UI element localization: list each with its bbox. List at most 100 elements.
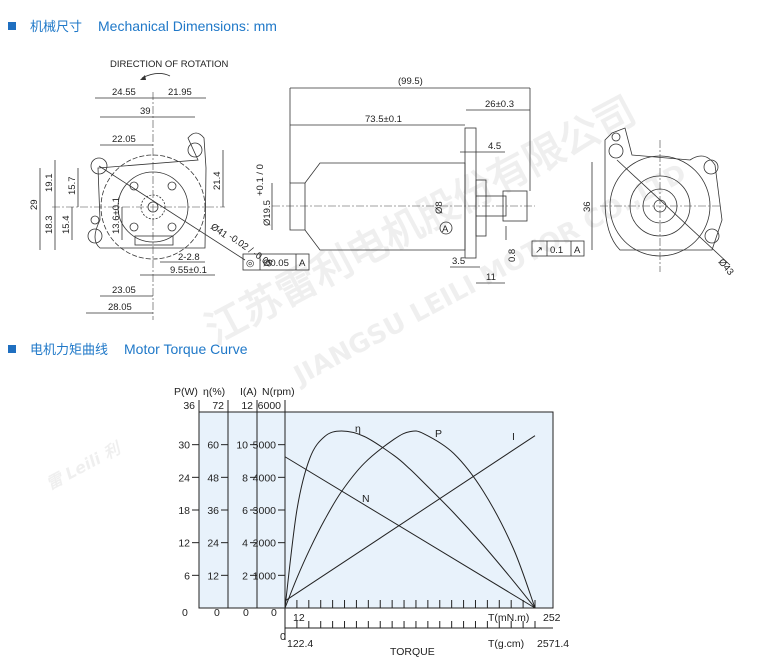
dim-label: 3.5 [452, 256, 465, 267]
x-tick-label: 252 [543, 612, 561, 624]
y-tick-label: 30 [178, 440, 190, 452]
dim-label: 24.55 [112, 87, 136, 98]
y-tick-label: 1000 [253, 570, 277, 582]
x-tick-label: 0 [280, 631, 286, 643]
torque-curve-chart: P(W)061218243036η(%)0122436486072I(A)024… [174, 386, 569, 658]
section-title-en: Mechanical Dimensions: mm [98, 17, 277, 34]
side-view-drawing: (99.5) 26±0.3 73.5±0.1 4.5 Ø19.5 +0.1 / … [255, 76, 585, 284]
y-tick-label: 48 [207, 472, 219, 484]
x-tick-label: 12 [293, 612, 305, 624]
y-tick-label: 72 [212, 400, 224, 412]
rotation-arrow-icon [141, 73, 171, 79]
y-axis-label: N(rpm) [262, 386, 295, 398]
dim-label: 4.5 [488, 141, 501, 152]
dim-label: 28.05 [108, 302, 132, 313]
section-title-cn: 机械尺寸 [30, 20, 83, 35]
y-tick-label: 36 [207, 505, 219, 517]
dim-label: 11 [486, 272, 496, 283]
y-tick-label: 3000 [253, 505, 277, 517]
dim-label: 13.6±0.1 [111, 197, 122, 234]
y-tick-label: 24 [178, 472, 190, 484]
concentricity-icon: ◎ [246, 258, 255, 269]
x-axis-title: TORQUE [390, 646, 435, 658]
y-tick-label: 12 [241, 400, 253, 412]
dim-label: 19.1 [44, 174, 55, 193]
y-tick-label: 5000 [253, 440, 277, 452]
bullet-square-icon [8, 344, 16, 353]
series-line-eta [284, 430, 536, 609]
y-tick-label: 0 [214, 607, 220, 619]
y-axis-label: η(%) [203, 386, 225, 398]
dim-label: Ø8 [434, 201, 445, 214]
dim-label: (99.5) [398, 76, 423, 87]
y-tick-label: 6 [184, 570, 190, 582]
concentricity-frame: ◎ Ø0.05 A [242, 253, 310, 271]
y-axis-label: P(W) [174, 386, 198, 398]
dim-label: 73.5±0.1 [365, 114, 402, 125]
y-tick-label: 4000 [253, 472, 277, 484]
section-header-mechanical: 机械尺寸 Mechanical Dimensions: mm [8, 16, 277, 35]
dim-label: 23.05 [112, 285, 136, 296]
y-tick-label: 36 [183, 400, 195, 412]
runout-icon: ↗ [535, 245, 543, 256]
y-tick-label: 6000 [258, 400, 282, 412]
series-label: I [512, 431, 515, 443]
y-tick-label: 12 [207, 570, 219, 582]
dim-label: 18.3 [44, 216, 55, 235]
tolerance-value: Ø0.05 [263, 258, 289, 269]
y-tick-label: 12 [178, 538, 190, 550]
y-tick-label: 10 [236, 440, 248, 452]
dim-label: 39 [140, 106, 151, 117]
dim-label: 21.4 [212, 172, 223, 191]
y-tick-label: 2 [242, 570, 248, 582]
series-label: N [362, 493, 370, 505]
y-tick-label: 0 [182, 607, 188, 619]
y-tick-label: 8 [242, 472, 248, 484]
dim-label: Ø41 [208, 221, 229, 240]
y-tick-label: 24 [207, 538, 219, 550]
dim-label: 29 [29, 199, 40, 210]
series-line-I [284, 435, 536, 602]
dim-label: 22.05 [112, 134, 136, 145]
y-tick-label: 0 [243, 607, 249, 619]
watermark-logo: 雷 Leili 利 [43, 437, 126, 493]
tolerance-datum: A [299, 258, 306, 269]
series-line-P [284, 430, 536, 609]
y-tick-label: 4 [242, 538, 248, 550]
x-axis-unit: T(g.cm) [488, 638, 524, 650]
series-line-N [284, 456, 536, 609]
y-tick-label: 0 [271, 607, 277, 619]
tolerance-datum: A [574, 245, 581, 256]
dim-label: 15.7 [67, 177, 78, 196]
dim-label: 0.8 [507, 249, 518, 262]
dim-label: 9.55±0.1 [170, 265, 207, 276]
bullet-square-icon [8, 21, 16, 30]
y-tick-label: 18 [178, 505, 190, 517]
tolerance-value: 0.1 [550, 245, 563, 256]
section-title-cn: 电机力矩曲线 [30, 343, 109, 358]
dim-label: 26±0.3 [485, 99, 514, 110]
series-label: η [355, 423, 361, 435]
section-title-en: Motor Torque Curve [124, 340, 248, 357]
dim-label: Ø19.5 [262, 200, 273, 226]
dim-label: Ø43 [716, 257, 736, 278]
y-tick-label: 60 [207, 440, 219, 452]
section-header-curve: 电机力矩曲线 Motor Torque Curve [8, 339, 247, 358]
dim-label: 2-2.8 [178, 252, 200, 263]
runout-frame: ↗ 0.1 A [531, 240, 585, 257]
rotation-label: DIRECTION OF ROTATION [110, 59, 229, 70]
x-tick-label: 2571.4 [537, 638, 569, 650]
dim-label: 15.4 [61, 216, 72, 235]
dim-label: 36 [582, 201, 593, 212]
dim-tolerance: +0.1 / 0 [255, 164, 266, 196]
x-axis-unit: T(mN.m) [488, 612, 529, 624]
x-tick-label: 122.4 [287, 638, 313, 650]
y-tick-label: 6 [242, 505, 248, 517]
y-tick-label: 2000 [253, 538, 277, 550]
rear-view-drawing: 36 Ø43 [582, 127, 736, 278]
series-label: P [435, 428, 442, 440]
y-axis-label: I(A) [240, 386, 257, 398]
dim-label: 21.95 [168, 87, 192, 98]
